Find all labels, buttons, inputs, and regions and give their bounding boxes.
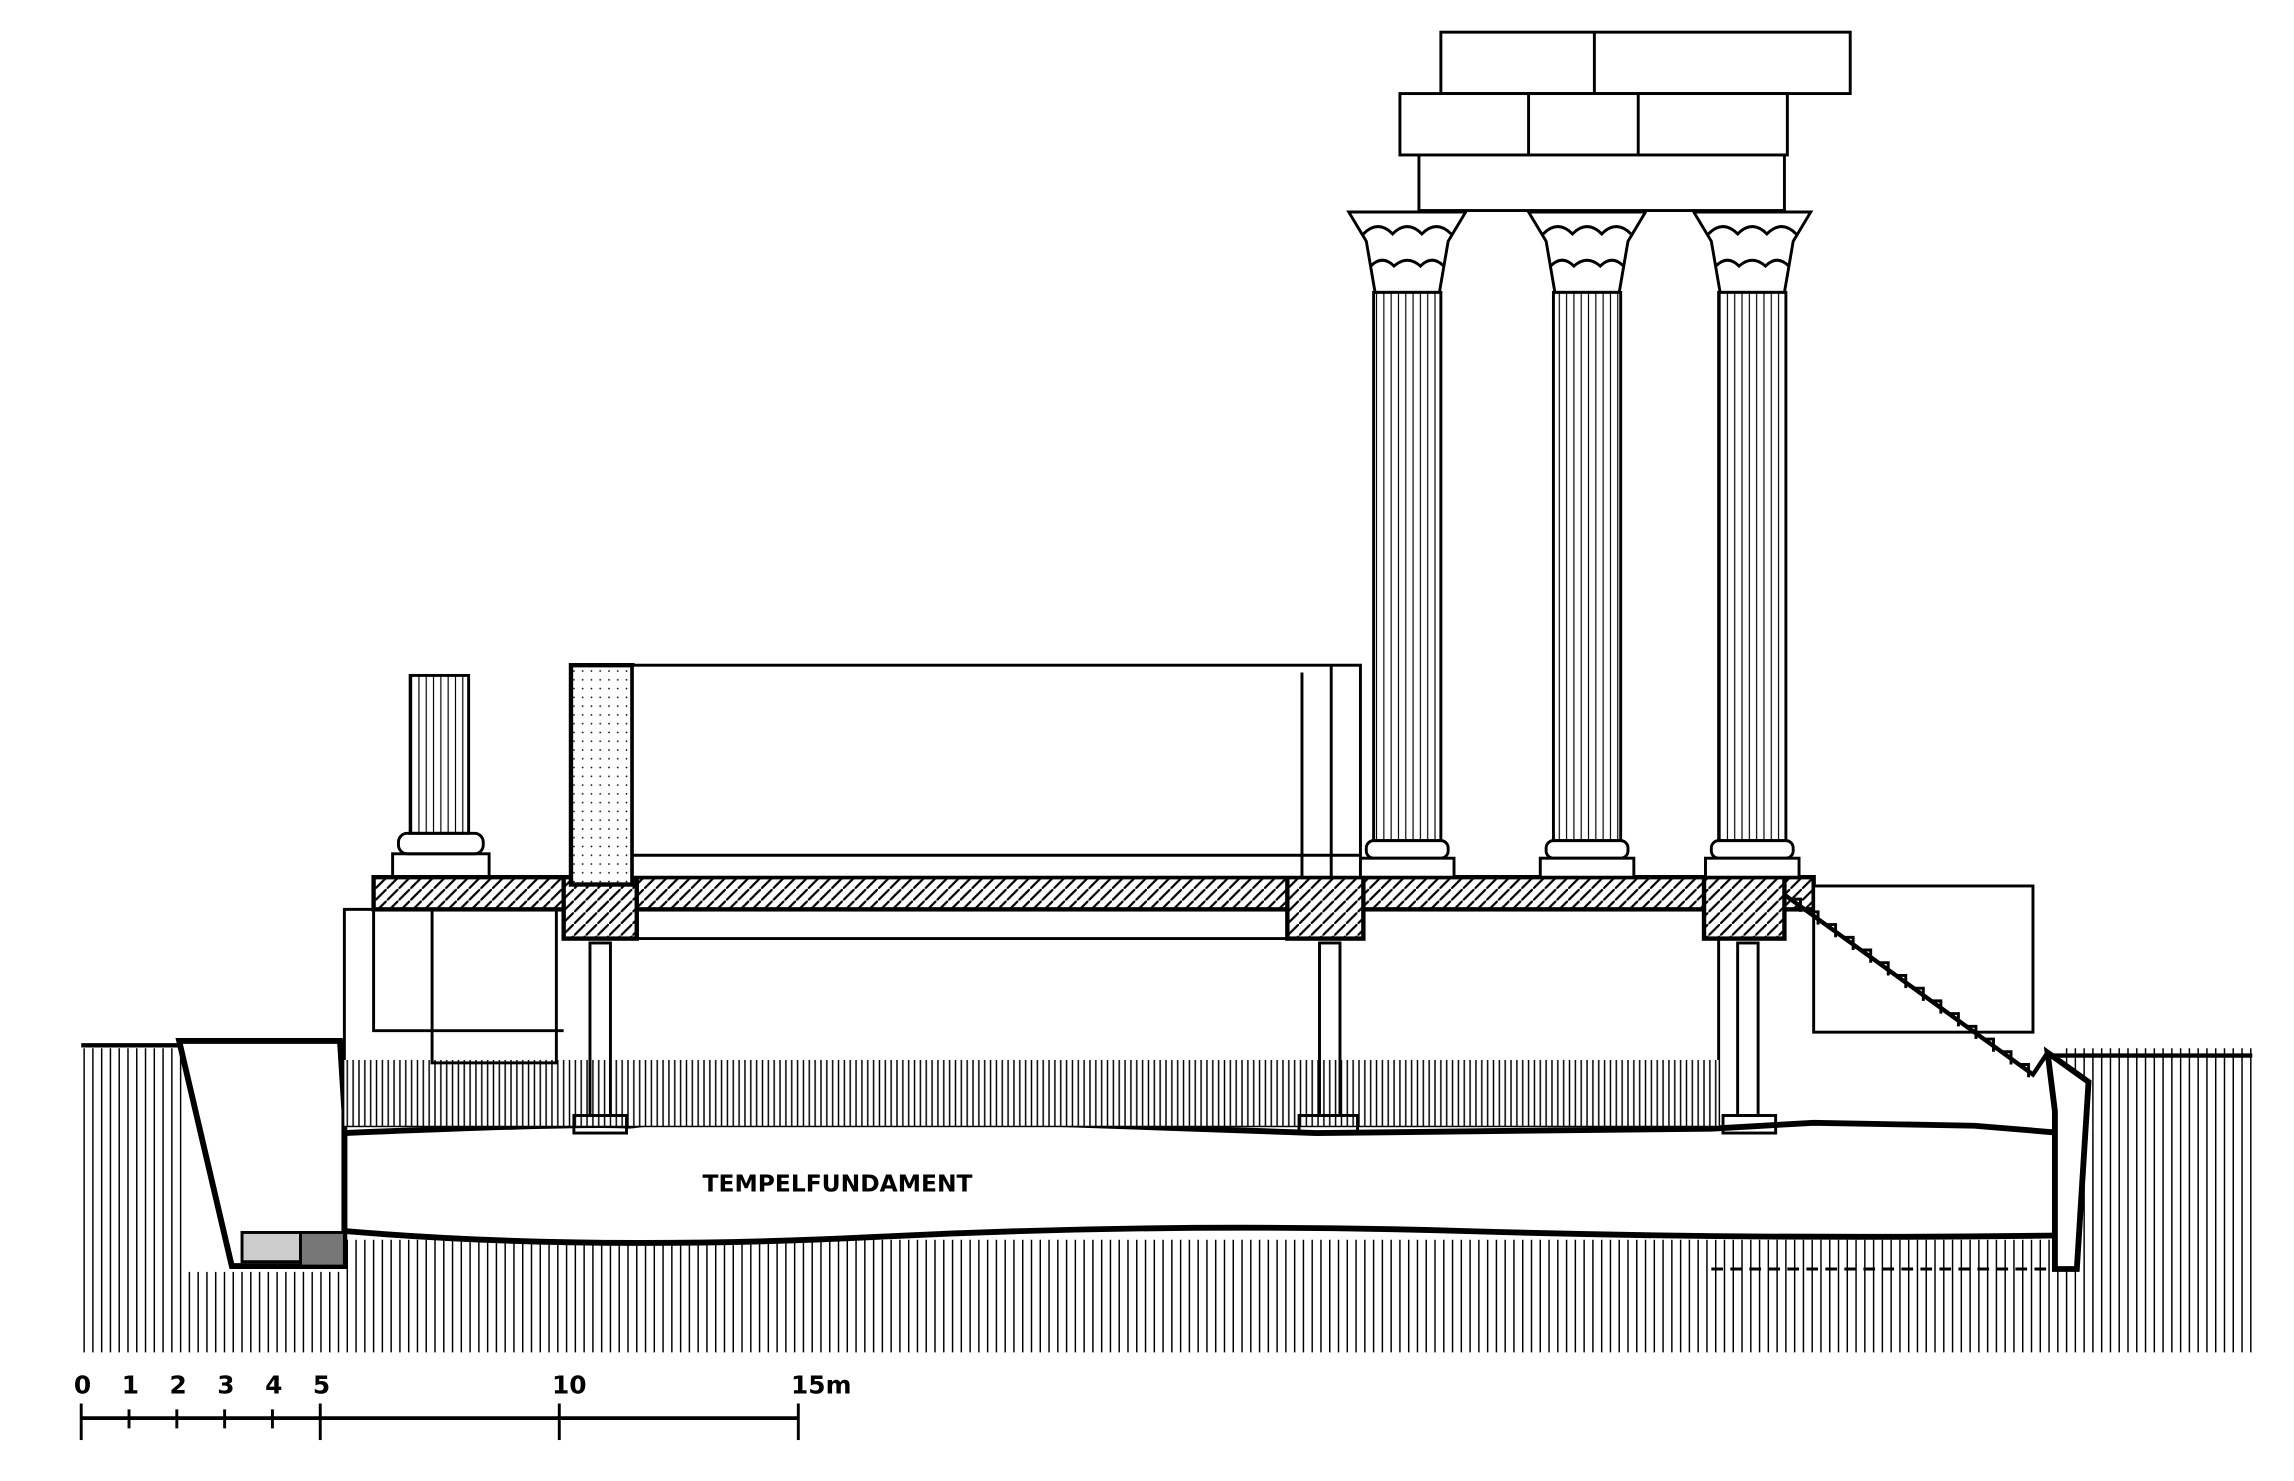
scale-bar-ticks [79,1403,800,1441]
adjacent-building [1812,884,2035,1034]
scale-tick-label: 2 [170,1370,187,1399]
pit-left [175,1038,348,1270]
chamber [430,907,558,1065]
pit-right [2043,1046,2092,1272]
scale-tick-label: 4 [265,1370,282,1399]
shaft [1551,290,1623,843]
scale-tick-label: 5 [313,1370,330,1399]
shaft [1372,290,1443,843]
capital [1346,210,1469,294]
cella-wall [630,663,1362,879]
basement-columns [572,941,1778,1135]
capital [1691,210,1814,294]
column-1 [1346,210,1469,879]
pier-right [1701,875,1787,941]
scale-tick-label: 15m [791,1370,851,1399]
basement-fill [344,1059,1719,1126]
ground-hatching [83,1048,2252,1353]
stippled-pier [568,663,635,887]
capital [1525,210,1649,294]
scale-tick-label: 10 [552,1370,587,1399]
pier-mid [1285,875,1366,941]
scale-tick-label: 0 [74,1370,91,1399]
pit-fill [240,1230,302,1264]
basement-outline [372,909,1288,1033]
entablature [1398,30,1852,212]
foundation-block [341,1108,2066,1246]
stair [1783,892,2050,1078]
scale-tick-label: 1 [122,1370,139,1399]
cella-wall-details [632,665,1361,878]
shaft [1717,290,1788,843]
pit-block [299,1230,346,1268]
foundation-label: TEMPELFUNDAMENT [703,1170,973,1198]
stair-steps [1791,897,2031,1078]
column-stub-left [391,673,491,879]
corinthian-columns [1346,210,1814,879]
column-3 [1691,210,1814,879]
scale-tick-label: 3 [217,1370,234,1399]
column-2 [1525,210,1649,879]
